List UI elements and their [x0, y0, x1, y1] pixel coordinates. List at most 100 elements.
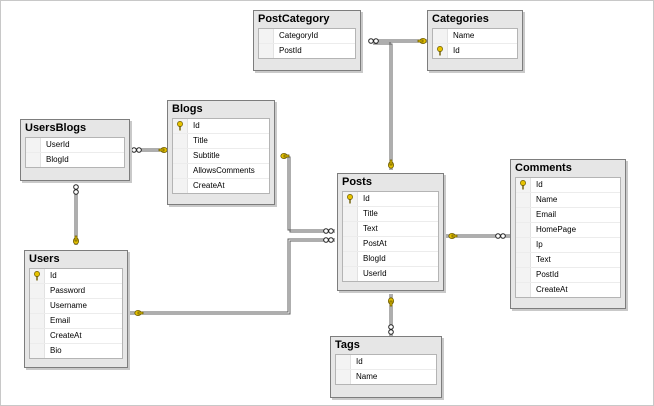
table-row[interactable]: Id: [173, 119, 269, 134]
table-row[interactable]: Email: [30, 314, 122, 329]
table-row[interactable]: BlogId: [343, 252, 438, 267]
table-row[interactable]: Subtitle: [173, 149, 269, 164]
row-selector: [30, 314, 45, 328]
table-row[interactable]: Name: [433, 29, 517, 44]
column-name: Text: [363, 224, 378, 233]
key-icon: [520, 180, 526, 190]
table-title: Users: [29, 253, 60, 265]
key-end-icon: [73, 235, 80, 245]
column-name: Subtitle: [193, 151, 220, 160]
key-end-icon: [387, 297, 394, 307]
table-row[interactable]: Title: [343, 207, 438, 222]
table-title: Comments: [515, 162, 572, 174]
table-row[interactable]: UserId: [343, 267, 438, 281]
rel-users-posts: [130, 238, 335, 313]
table-row[interactable]: Bio: [30, 344, 122, 358]
key-icon: [177, 121, 183, 131]
column-name: Id: [50, 271, 57, 280]
row-selector: [173, 179, 188, 193]
column-name: BlogId: [363, 254, 386, 263]
row-selector: [516, 253, 531, 267]
row-selector: [173, 149, 188, 163]
table-row[interactable]: CreateAt: [30, 329, 122, 344]
row-selector: [516, 238, 531, 252]
table-row[interactable]: Password: [30, 284, 122, 299]
table-row[interactable]: UserId: [26, 138, 124, 153]
column-name: Email: [536, 210, 557, 219]
key-end-icon: [158, 146, 168, 153]
key-end-icon: [280, 152, 290, 159]
table-row[interactable]: Title: [173, 134, 269, 149]
table-row[interactable]: Name: [516, 193, 620, 208]
infinity-icon: [73, 184, 79, 195]
key-icon: [34, 271, 40, 281]
row-selector: [26, 153, 41, 167]
row-selector: [516, 178, 531, 192]
infinity-icon: [323, 237, 334, 243]
table-row[interactable]: Text: [343, 222, 438, 237]
table-row[interactable]: Email: [516, 208, 620, 223]
column-name: Name: [453, 31, 475, 40]
column-name: Password: [50, 286, 86, 295]
table-row[interactable]: Ip: [516, 238, 620, 253]
table-row[interactable]: CreateAt: [173, 179, 269, 193]
column-name: PostId: [536, 270, 559, 279]
table-title: Categories: [432, 13, 489, 25]
table-row[interactable]: CategoryId: [259, 29, 355, 44]
table-row[interactable]: Id: [336, 355, 436, 370]
column-name: CreateAt: [193, 181, 225, 190]
row-selector: [30, 329, 45, 343]
table-row[interactable]: CreateAt: [516, 283, 620, 297]
table-row[interactable]: Text: [516, 253, 620, 268]
column-name: Title: [193, 136, 208, 145]
key-icon: [437, 46, 443, 56]
column-name: Id: [356, 357, 363, 366]
key-end-icon: [448, 232, 458, 239]
column-name: Email: [50, 316, 71, 325]
table-row[interactable]: Id: [343, 192, 438, 207]
key-end-icon: [387, 159, 394, 169]
table-row[interactable]: BlogId: [26, 153, 124, 167]
table-row[interactable]: PostAt: [343, 237, 438, 252]
table-row[interactable]: Id: [30, 269, 122, 284]
table-row[interactable]: HomePage: [516, 223, 620, 238]
row-selector: [26, 138, 41, 152]
table-row[interactable]: Name: [336, 370, 436, 384]
table-row[interactable]: PostId: [516, 268, 620, 283]
row-selector: [516, 193, 531, 207]
column-name: Id: [193, 121, 200, 130]
table-row[interactable]: Id: [433, 44, 517, 58]
row-selector: [433, 29, 448, 43]
table-row[interactable]: PostId: [259, 44, 355, 58]
column-name: Id: [363, 194, 370, 203]
row-selector: [343, 252, 358, 266]
key-end-icon: [134, 309, 144, 316]
row-selector: [336, 355, 351, 369]
column-name: Id: [453, 46, 460, 55]
table-row[interactable]: AllowsComments: [173, 164, 269, 179]
row-selector: [343, 192, 358, 206]
column-name: UserId: [46, 140, 70, 149]
infinity-icon: [368, 38, 379, 44]
column-name: BlogId: [46, 155, 69, 164]
row-selector: [173, 164, 188, 178]
column-name: CreateAt: [536, 285, 568, 294]
table-row[interactable]: Username: [30, 299, 122, 314]
column-name: Text: [536, 255, 551, 264]
column-name: Title: [363, 209, 378, 218]
table-row[interactable]: Id: [516, 178, 620, 193]
row-selector: [259, 29, 274, 43]
table-title: UsersBlogs: [25, 122, 87, 134]
